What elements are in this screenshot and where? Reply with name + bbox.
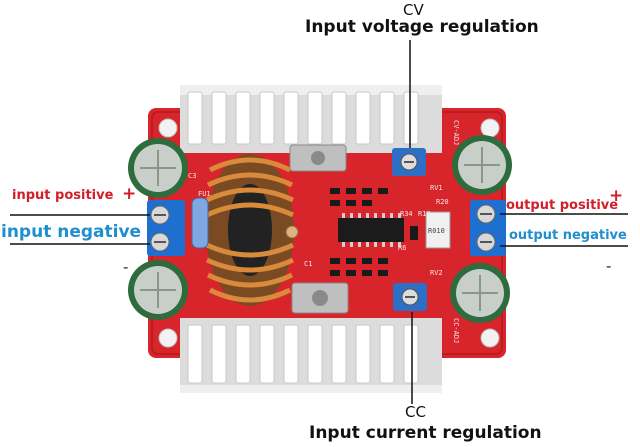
- toroidal-inductor: [205, 154, 295, 306]
- input-capacitor-top: [128, 138, 188, 198]
- output-capacitor-bottom: [450, 263, 510, 323]
- cc-caption: Input current regulation: [309, 423, 542, 443]
- output-terminal-block: [470, 200, 506, 256]
- mounting-hole: [480, 328, 500, 348]
- input-terminal-block: [147, 200, 185, 256]
- cc-trimmer-potentiometer: [393, 283, 427, 311]
- silk-r20: R20: [436, 198, 449, 206]
- silk-rv1: RV1: [430, 184, 443, 192]
- output-negative-sign: -: [606, 257, 612, 275]
- ic-chip: [338, 218, 404, 242]
- annotation-lines: [10, 40, 628, 404]
- mounting-hole: [158, 118, 178, 138]
- cc-label: CC: [405, 403, 426, 421]
- output-positive-label: output positive: [506, 198, 619, 213]
- input-negative-sign: -: [123, 258, 129, 276]
- output-capacitor-top: [452, 135, 512, 195]
- silk-cv-adj: CV-ADJ: [452, 120, 460, 145]
- silk-rv2: RV2: [430, 269, 443, 277]
- shunt-resistor: [425, 211, 451, 249]
- silk-c1: C1: [304, 260, 312, 268]
- input-positive-sign: +: [122, 184, 137, 204]
- bottom-heatsink: [180, 318, 442, 393]
- cv-label: CV: [403, 1, 424, 19]
- smd-components: [330, 188, 418, 276]
- input-negative-label: input negative: [1, 222, 142, 242]
- mounting-hole: [158, 328, 178, 348]
- silk-c3: C3: [188, 172, 196, 180]
- mounting-hole: [480, 118, 500, 138]
- silk-r19: R19: [418, 210, 431, 218]
- cv-trimmer-potentiometer: [392, 148, 426, 176]
- silk-fu1: FU1: [198, 190, 211, 198]
- silk-r010: R010: [428, 227, 445, 235]
- silk-r6: R6: [398, 244, 406, 252]
- output-positive-sign: +: [609, 186, 624, 206]
- top-heatsink: [180, 85, 442, 153]
- input-capacitor-bottom: [128, 260, 188, 320]
- input-positive-label: input positive: [12, 188, 114, 203]
- silk-cc-adj: CC-ADJ: [452, 318, 460, 343]
- cv-caption: Input voltage regulation: [305, 17, 539, 37]
- fuse: [191, 197, 209, 249]
- output-negative-label: output negative: [509, 228, 627, 243]
- silk-r34: R34: [400, 210, 413, 218]
